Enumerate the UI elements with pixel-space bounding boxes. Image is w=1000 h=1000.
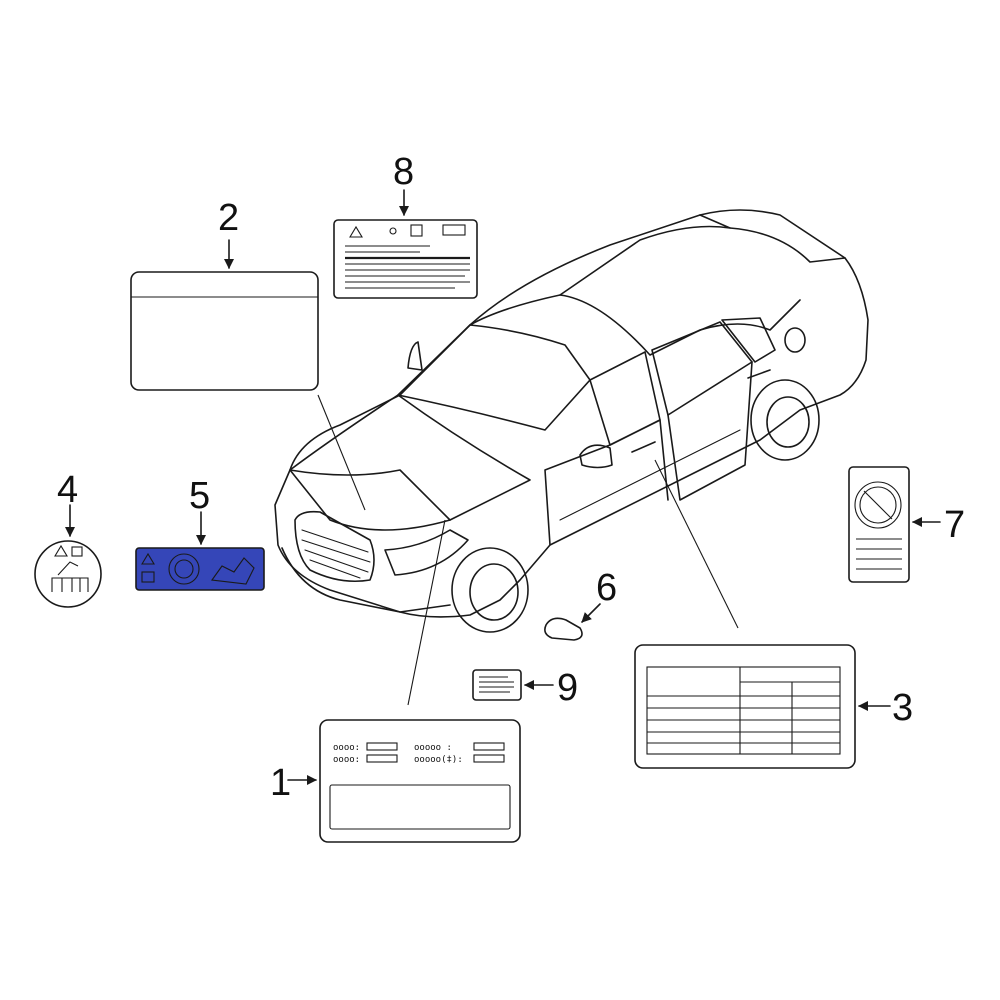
part-label-6[interactable] [544, 617, 583, 641]
label-9-body [472, 669, 522, 701]
car-illustration [274, 209, 869, 633]
callout-7: 7 [944, 504, 965, 546]
car-trunk-line [729, 227, 846, 263]
callout-9: 9 [557, 667, 578, 709]
part-label-8[interactable] [333, 219, 478, 299]
car-quarter-window [721, 317, 776, 363]
label-3-table [646, 666, 841, 755]
car-windshield [397, 324, 591, 431]
label-4-warning-icon [54, 544, 68, 557]
car-body-outline [274, 209, 869, 618]
leader-line-3 [654, 459, 739, 629]
callout-3: 3 [892, 687, 913, 729]
label-5-airbag-icon [174, 559, 194, 579]
label-1-row2-left: oooo: [333, 755, 360, 765]
car-roof-rear [559, 294, 801, 356]
car-rear-door [667, 361, 753, 501]
callout-8: 8 [393, 151, 414, 193]
label-8-dot-icon [389, 227, 397, 235]
car-front-rim [469, 563, 519, 621]
car-rear-rim [766, 396, 810, 448]
car-hood [289, 394, 531, 531]
label-6-body [544, 617, 583, 641]
car-front-window [589, 351, 661, 446]
label-4-child-icon [57, 561, 79, 576]
label-1-box-a [366, 742, 398, 751]
car-rear-handle [747, 369, 771, 379]
part-label-1[interactable]: oooo: ooooo : oooo: ooooo(‡): [319, 719, 521, 843]
label-5-book-icon [141, 571, 155, 583]
callout-1: 1 [270, 762, 291, 804]
label-7-ring [854, 481, 902, 529]
label-7-body [848, 466, 910, 583]
label-4-seat-icon [51, 577, 89, 592]
label-9-text-lines [479, 676, 514, 693]
label-1-row1-left: oooo: [333, 743, 360, 753]
label-5-circle-icon [168, 553, 200, 585]
label-5-body [135, 547, 265, 591]
part-label-7[interactable] [848, 466, 910, 583]
callout-2: 2 [218, 197, 239, 239]
label-8-warning-icon [349, 225, 363, 238]
part-label-2[interactable] [130, 271, 319, 391]
car-rear-window [651, 321, 753, 416]
car-rear-wheel [750, 379, 820, 461]
label-1-box-c [366, 754, 398, 763]
car-antenna [407, 341, 423, 371]
label-1-row2-right: ooooo(‡): [414, 755, 463, 765]
label-7-text-lines [856, 538, 902, 570]
car-headlight [384, 529, 469, 576]
car-mirror [579, 444, 613, 469]
part-label-4[interactable] [34, 540, 102, 608]
label-4-box-icon [71, 546, 83, 557]
callout-5: 5 [189, 475, 210, 517]
leader-line-2 [317, 394, 366, 511]
label-1-body [319, 719, 521, 843]
label-1-blank-area [329, 784, 511, 830]
car-front-door [544, 419, 669, 546]
car-grille [294, 510, 375, 583]
leader-line-1 [407, 519, 446, 706]
part-label-9[interactable] [472, 669, 522, 701]
part-label-3[interactable] [634, 644, 856, 769]
label-4-body [34, 540, 102, 608]
callout-4: 4 [57, 469, 78, 511]
label-7-inner-ring [859, 486, 897, 524]
label-7-slash [863, 490, 893, 520]
car-front-wheel [451, 547, 529, 633]
label-3-table-grid [647, 667, 840, 754]
label-1-box-b [473, 742, 505, 751]
car-fuel-door [784, 327, 806, 353]
car-grille-bars [301, 529, 371, 579]
label-8-text-lines [345, 245, 470, 289]
car-roof-line [469, 214, 731, 326]
arrow-6 [581, 603, 601, 623]
label-1-box-d [473, 754, 505, 763]
leader-lines [317, 394, 739, 706]
label-1-row1-right: ooooo : [414, 743, 452, 753]
car-side-crease [559, 429, 741, 521]
label-2-body [130, 271, 319, 391]
label-5-warning-icon [141, 552, 155, 565]
part-label-5[interactable] [135, 547, 265, 591]
car-front-handle [631, 441, 656, 453]
label-5-seat-icon [211, 557, 255, 585]
label-8-seat-icon [442, 224, 466, 236]
label-8-box-icon [410, 224, 423, 237]
car-hood-crease [289, 469, 451, 521]
car-bumper [281, 547, 451, 613]
callout-6: 6 [596, 567, 617, 609]
label-3-body [634, 644, 856, 769]
